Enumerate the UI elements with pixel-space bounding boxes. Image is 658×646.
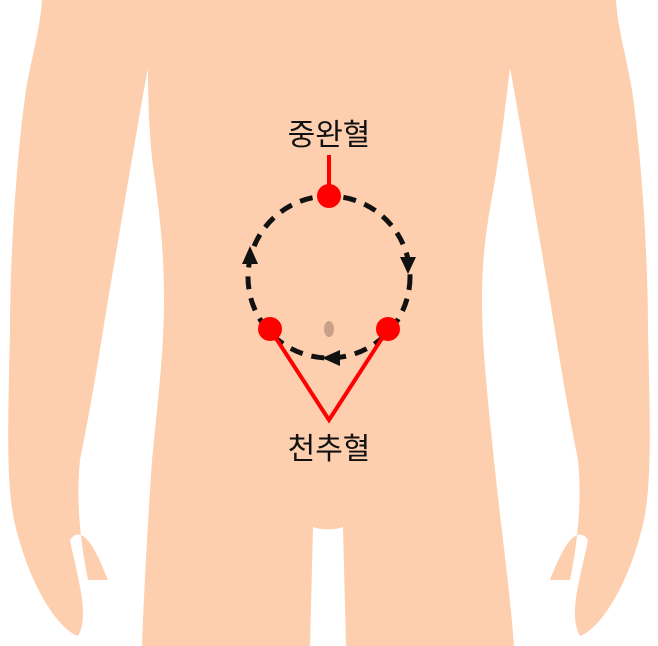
acupoint-cheonchu-left [258,317,282,341]
cheonchu-leader-lines [268,327,390,424]
crotch-gap [310,527,346,646]
navel [324,321,334,337]
acupoint-jungwan [317,184,341,208]
acupoint-cheonchu-right [376,317,400,341]
arrow-right-down-icon [400,257,416,274]
arrow-bottom-left-icon [322,350,340,366]
label-jungwan: 중완혈 [287,118,371,153]
left-arm [8,0,148,636]
label-cheonchu: 천추혈 [287,432,371,467]
right-arm [510,0,650,636]
arrow-left-up-icon [242,246,258,264]
